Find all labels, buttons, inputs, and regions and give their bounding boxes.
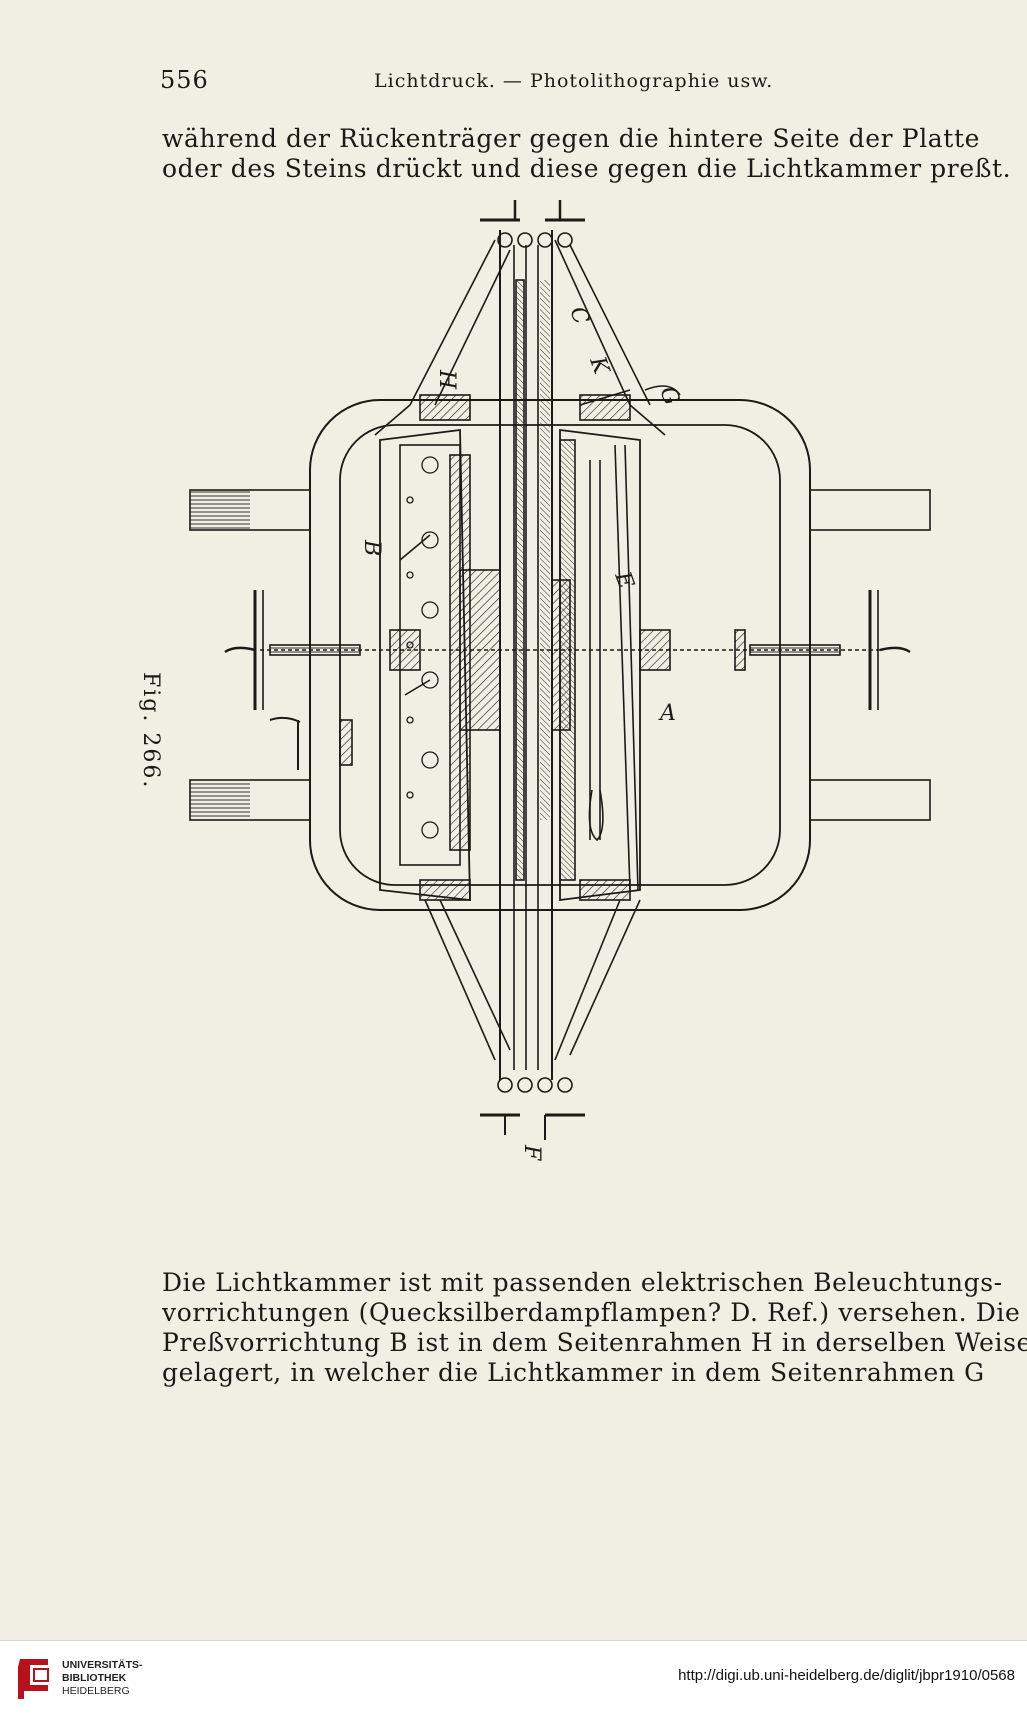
viewer-footer: UNIVERSITÄTS- BIBLIOTHEK HEIDELBERG http… xyxy=(0,1640,1027,1718)
text-line: gelagert, in welcher die Lichtkammer in … xyxy=(162,1358,985,1387)
library-name-line: HEIDELBERG xyxy=(62,1685,130,1697)
paragraph-bottom: Die Lichtkammer ist mit passenden elektr… xyxy=(162,1268,1027,1388)
text-line: während der Rückenträger gegen die hinte… xyxy=(162,124,980,153)
library-name-line: BIBLIOTHEK xyxy=(62,1672,127,1684)
label-A: A xyxy=(658,701,676,726)
library-logo-icon xyxy=(18,1659,49,1699)
label-C: C xyxy=(564,304,593,329)
label-K: K xyxy=(584,353,614,379)
label-H: H xyxy=(434,369,459,390)
text-line: Die Lichtkammer ist mit passenden elektr… xyxy=(162,1268,1003,1297)
paragraph-top: während der Rückenträger gegen die hinte… xyxy=(162,124,1012,184)
label-B: B xyxy=(359,539,384,556)
source-url-link[interactable]: http://digi.ub.uni-heidelberg.de/diglit/… xyxy=(678,1667,1015,1684)
page-number: 556 xyxy=(160,66,209,94)
label-G: G xyxy=(654,384,684,409)
text-line: Preßvorrichtung B ist in dem Seitenrahme… xyxy=(162,1328,1027,1357)
library-name: UNIVERSITÄTS- BIBLIOTHEK HEIDELBERG xyxy=(62,1659,143,1698)
technical-drawing: B A E G H K C F xyxy=(189,200,931,1161)
running-head: Lichtdruck. — Photolithographie usw. xyxy=(374,70,774,92)
library-name-line: UNIVERSITÄTS- xyxy=(62,1659,143,1671)
page-header: 556 Lichtdruck. — Photolithographie usw. xyxy=(160,66,970,96)
book-page: 556 Lichtdruck. — Photolithographie usw.… xyxy=(138,66,1027,1388)
figure-caption: Fig. 266. xyxy=(138,672,163,790)
text-line: oder des Steins drückt und diese gegen d… xyxy=(162,154,1012,183)
text-line: vorrichtungen (Quecksilberdampflampen? D… xyxy=(162,1298,1021,1327)
logo-mark xyxy=(18,1659,48,1699)
label-F: F xyxy=(519,1144,544,1161)
label-E: E xyxy=(609,568,638,593)
